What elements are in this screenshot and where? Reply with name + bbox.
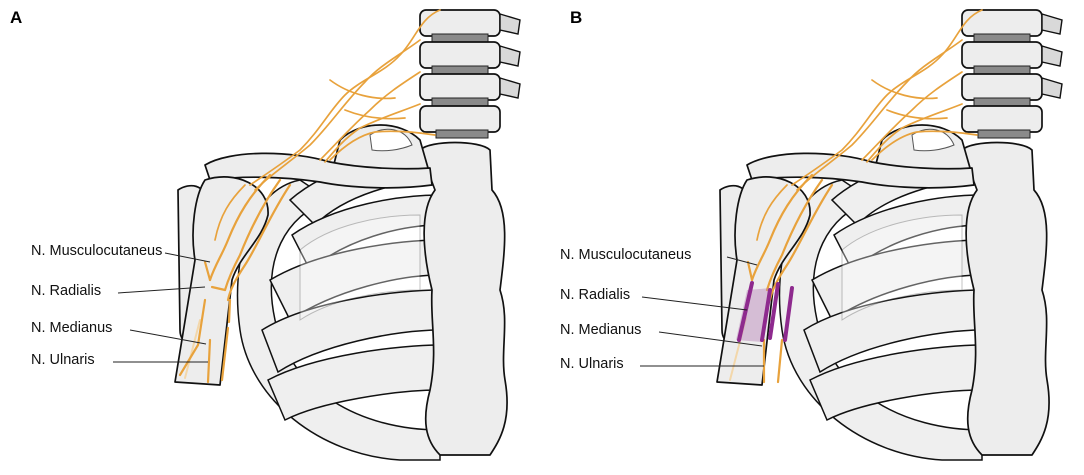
clavicle [746, 152, 975, 189]
label-radialis-b: N. Radialis [560, 287, 631, 303]
spine [961, 9, 1063, 456]
vertebra-3 [961, 73, 1043, 101]
nerve-root-c8 [866, 103, 963, 163]
nerve-root-c8 [324, 103, 421, 163]
panel-b: B [542, 0, 1084, 475]
label-musculocutaneus-b: N. Musculocutaneus [560, 247, 692, 263]
nerve-root-c7 [319, 71, 421, 161]
nerve-ulnaris-a [220, 326, 230, 382]
nerve-cord-medial [768, 183, 834, 302]
rib-shading [299, 214, 421, 321]
sternum [961, 141, 1050, 456]
vertebra-process-1 [499, 13, 521, 35]
nerve-medianus-distal-a [206, 338, 212, 384]
shoulder-anatomy-illustration-b [640, 9, 1063, 461]
vertebra-process-1 [1041, 13, 1063, 35]
nerve-cord-medial [226, 183, 292, 302]
injury-segments [736, 281, 794, 342]
spine [419, 9, 521, 456]
leader-musculocutaneus-a [164, 252, 211, 263]
leader-medianus-a [129, 329, 207, 345]
label-ulnaris-b: N. Ulnaris [560, 356, 624, 372]
vertebra-process-3 [499, 77, 521, 99]
brachial-plexus [178, 9, 441, 384]
nerve-medianus-a [178, 298, 207, 377]
vertebra-2 [961, 41, 1043, 69]
vertebra-3 [419, 73, 501, 101]
clavicle [204, 152, 433, 189]
nerve-root-c5 [249, 9, 441, 186]
shoulder-anatomy-illustration-a [113, 9, 521, 461]
rib-cage [236, 149, 441, 461]
nerve-axillary [756, 184, 788, 241]
nerve-axillary [214, 184, 246, 241]
label-medianus-a: N. Medianus [31, 320, 113, 336]
nerve-cord-posterior [765, 178, 824, 292]
nerve-cord-lateral [208, 173, 272, 282]
label-medianus-b: N. Medianus [560, 322, 642, 338]
nerve-musculocutaneus-a [203, 260, 212, 282]
nerve-root-t1 [871, 130, 978, 161]
nerve-cord-lateral [750, 173, 814, 282]
disc-4 [977, 129, 1031, 139]
nerve-trunk-1 [871, 79, 938, 100]
panel-letter-a: A [10, 8, 23, 27]
sternum [419, 141, 508, 456]
disc-2 [973, 65, 1031, 75]
leader-musculocutaneus-b [726, 256, 758, 266]
label-radialis-a: N. Radialis [31, 283, 102, 299]
nerve-radialis-distal-a [184, 319, 201, 379]
label-ulnaris-a: N. Ulnaris [31, 352, 95, 368]
panel-a: A [10, 8, 521, 461]
nerve-trunk-2 [886, 109, 948, 120]
nerve-musculocutaneus-b [746, 260, 754, 282]
label-musculocutaneus-a: N. Musculocutaneus [31, 243, 163, 259]
panel-letter-b: B [570, 8, 583, 27]
disc-3 [973, 97, 1031, 107]
nerve-radialis-a [210, 285, 227, 292]
injury-radialis [760, 288, 772, 342]
lung-apex [911, 128, 955, 152]
vertebra-2 [419, 41, 501, 69]
nerve-root-c7 [861, 71, 963, 161]
nerve-cord-posterior [223, 178, 282, 292]
disc-1 [973, 33, 1031, 43]
nerve-root-c5 [791, 9, 983, 186]
disc-2 [431, 65, 489, 75]
vertebra-4 [961, 105, 1043, 133]
vertebra-process-2 [1041, 45, 1063, 67]
injury-medianus [768, 282, 780, 340]
lung-apex [369, 128, 413, 152]
disc-1 [431, 33, 489, 43]
leader-radialis-a [117, 286, 206, 294]
nerve-root-t1 [329, 130, 436, 161]
leader-medianus-b [658, 331, 763, 347]
vertebra-process-2 [499, 45, 521, 67]
nerve-trunk-1 [329, 79, 396, 100]
injury-ulnaris [783, 286, 794, 342]
disc-4 [435, 129, 489, 139]
injury-musculocutaneus [737, 281, 754, 342]
vertebra-process-3 [1041, 77, 1063, 99]
leader-radialis-b [641, 296, 748, 311]
vertebra-4 [419, 105, 501, 133]
nerve-root-c6 [254, 39, 421, 191]
nerve-trunk-2 [344, 109, 406, 120]
nerve-ulnaris-upper-a [227, 298, 232, 324]
rib-shading [841, 214, 963, 321]
nerve-ulnaris-distal-b [776, 338, 784, 384]
nerve-root-c6 [796, 39, 963, 191]
disc-3 [431, 97, 489, 107]
brachial-plexus [729, 9, 983, 384]
